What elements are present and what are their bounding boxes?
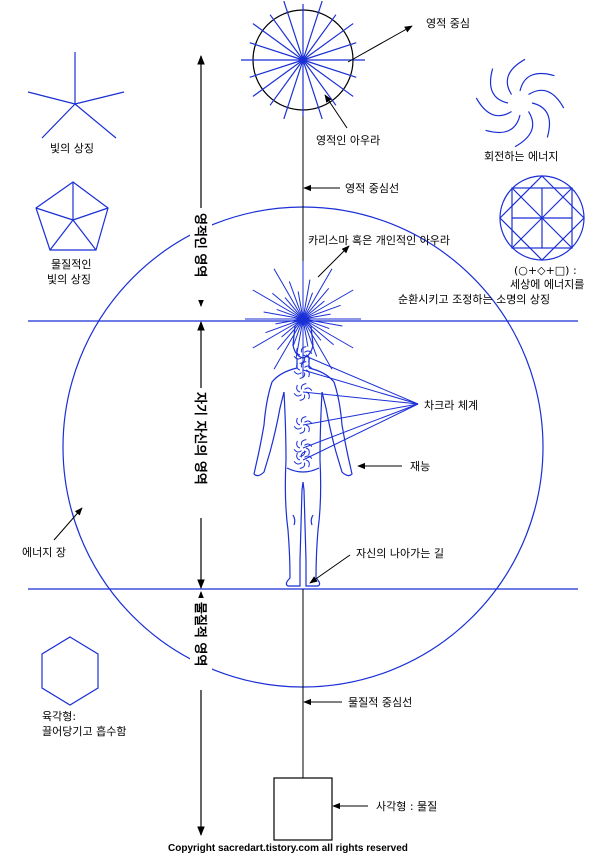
hexagon-symbol (41, 636, 99, 706)
label-formula: (○+◇+□) : (514, 264, 577, 277)
label-spiritual-center-line: 영적 중심선 (345, 182, 399, 195)
label-chakra-system: 차크라 체계 (424, 399, 478, 412)
label-material-light-line2: 빛의 상징 (47, 273, 91, 286)
label-material-center-line: 물질적 중심선 (348, 696, 412, 709)
arrow-spiritual-aura (324, 94, 348, 129)
label-spiritual-center: 영적 중심 (426, 17, 470, 30)
copyright-text: Copyright sacredart.tistory.com all righ… (168, 843, 408, 854)
matter-square (273, 777, 333, 841)
light-symbol-star (27, 52, 125, 139)
arrow-energy-field (53, 507, 83, 541)
label-material-light-line1: 물질적인 (51, 258, 91, 271)
label-path: 자신의 나아가는 길 (356, 547, 444, 560)
chakra-spirals (293, 346, 313, 469)
label-charisma-aura: 카리스마 혹은 개인적인 아우라 (308, 233, 450, 247)
charisma-aura-rays (245, 261, 361, 377)
arrow-path (309, 554, 351, 584)
label-square-matter: 사각형 : 물질 (376, 800, 437, 813)
label-talent: 재능 (410, 460, 430, 473)
material-light-pentagon (35, 181, 109, 251)
arrow-spiritual-center (347, 25, 413, 63)
label-light-symbol: 빛의 상징 (50, 142, 94, 155)
label-hexagon-line1: 육각형: (42, 710, 76, 723)
chakra-connector-lines (302, 354, 419, 461)
spiritual-center-sun (241, 0, 365, 120)
rotating-energy-symbol (475, 58, 565, 148)
label-circulation-line2: 순환시키고 조정하는 소명의 상징 (398, 292, 550, 306)
label-rotating-energy: 회전하는 에너지 (484, 149, 558, 163)
circulation-symbol (499, 175, 585, 261)
realm-label-self: 자기 자신의 영역 (192, 392, 208, 485)
label-spiritual-aura: 영적인 아우라 (316, 134, 380, 147)
label-circulation-line1: 세상에 에너지를 (510, 278, 584, 291)
human-figure (253, 320, 353, 587)
label-hexagon-line2: 끌어당기고 흡수함 (42, 724, 126, 738)
realm-label-material: 물질적 영역 (192, 602, 208, 666)
arrow-charisma (317, 245, 350, 278)
label-energy-field: 에너지 장 (22, 546, 66, 559)
realm-label-spiritual: 영적인 영역 (192, 213, 208, 277)
